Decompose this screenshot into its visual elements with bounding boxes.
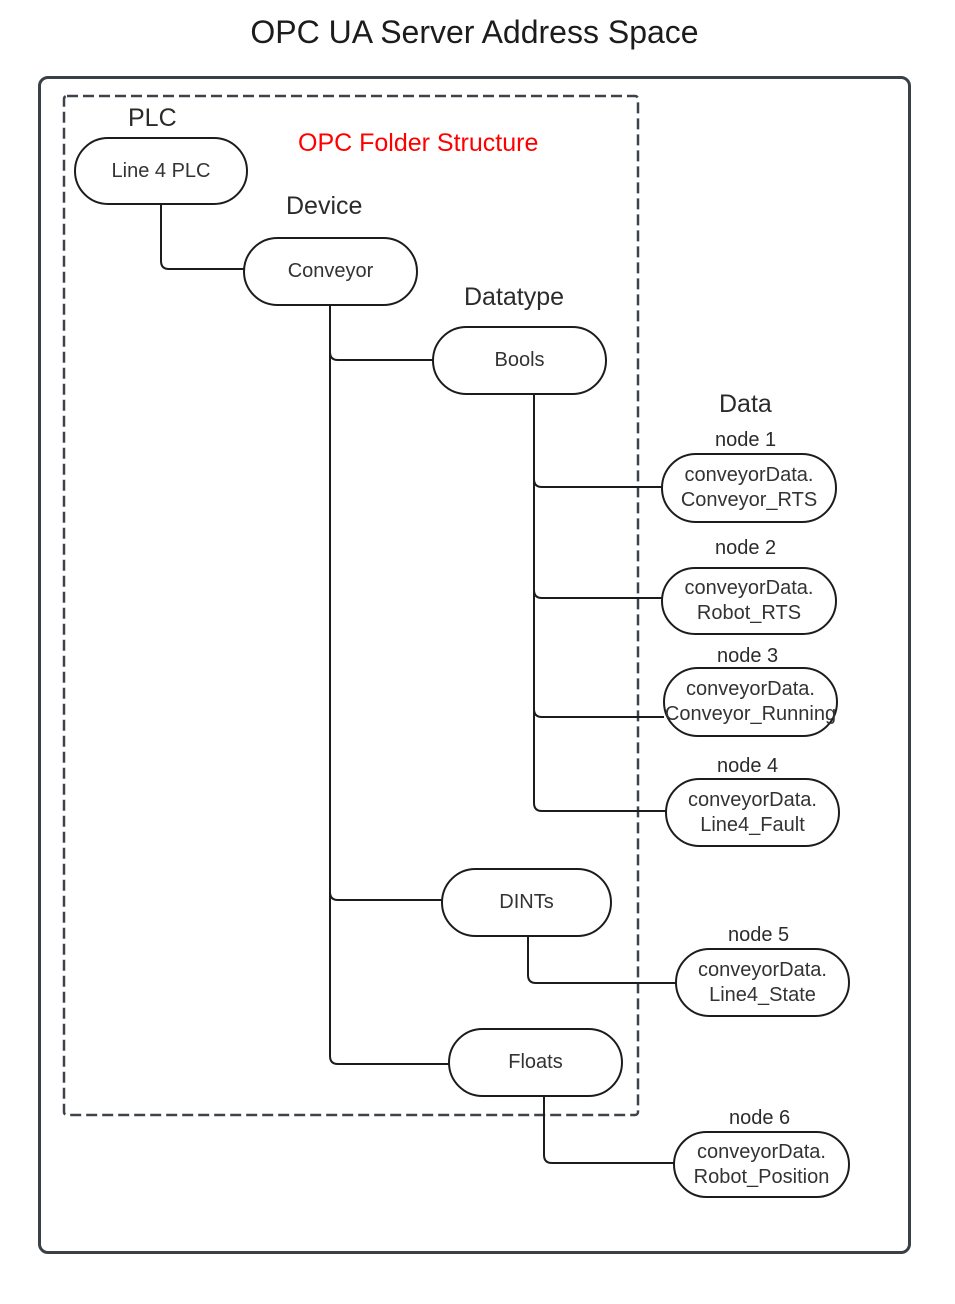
level-label-data: Data (719, 390, 772, 418)
node5-line2: Line4_State (709, 983, 816, 1006)
node2-line2: Robot_RTS (696, 602, 802, 624)
folder-dints-label: DINTs (499, 891, 554, 913)
node6-caption: node 6 (729, 1107, 791, 1129)
connector-bools-node3 (533, 708, 664, 718)
node1-line2: Conveyor_RTS (680, 489, 818, 511)
node5-caption: node 5 (728, 924, 790, 946)
connector-bools-node2 (533, 589, 662, 599)
diagram-title: OPC UA Server Address Space (250, 14, 699, 50)
folder-line4-plc: Line 4 PLC (74, 137, 248, 205)
node6-line1: conveyorData. (697, 1140, 826, 1163)
connector-bools-node1 (533, 478, 662, 488)
connector-conveyor-trunk-floats (329, 306, 449, 1065)
node5-pill: conveyorData. Line4_State (675, 948, 850, 1017)
opc-folder-structure-label: OPC Folder Structure (298, 129, 539, 157)
node3-caption: node 3 (717, 645, 779, 667)
level-label-plc: PLC (128, 104, 177, 132)
folder-floats-label: Floats (508, 1051, 563, 1073)
node2-line1: conveyorData. (684, 577, 814, 599)
folder-line4-plc-label: Line 4 PLC (111, 159, 211, 182)
connector-conveyor-bools (329, 351, 433, 361)
node4-line1: conveyorData. (688, 788, 817, 811)
node4-line2: Line4_Fault (700, 813, 805, 836)
folder-bools: Bools (432, 326, 607, 395)
node2-caption: node 2 (715, 537, 777, 559)
connector-bools-trunk-node4 (533, 395, 666, 812)
connector-floats-node6 (543, 1097, 674, 1164)
folder-dints: DINTs (441, 868, 612, 937)
level-label-device: Device (286, 192, 363, 220)
node2-pill: conveyorData. Robot_RTS (661, 567, 837, 635)
node3-line2: Conveyor_Running (664, 703, 837, 725)
connector-dints-node5 (527, 937, 676, 984)
connector-conveyor-dints (329, 891, 442, 901)
node1-caption: node 1 (715, 429, 777, 451)
node4-caption: node 4 (717, 755, 779, 777)
node3-pill: conveyorData. Conveyor_Running (663, 667, 838, 737)
node3-line1: conveyorData. (686, 678, 815, 700)
node5-line1: conveyorData. (698, 958, 827, 981)
node1-pill: conveyorData. Conveyor_RTS (661, 453, 837, 523)
folder-floats: Floats (448, 1028, 623, 1097)
folder-conveyor: Conveyor (243, 237, 418, 306)
node6-line2: Robot_Position (693, 1165, 830, 1188)
address-space-frame (38, 76, 911, 1254)
node1-line1: conveyorData. (684, 464, 814, 486)
level-label-datatype: Datatype (464, 283, 565, 311)
connector-plc-conveyor (160, 205, 244, 270)
folder-bools-label: Bools (494, 349, 545, 371)
node4-pill: conveyorData. Line4_Fault (665, 778, 840, 847)
node6-pill: conveyorData. Robot_Position (673, 1131, 850, 1198)
opc-folder-dashed-frame (62, 94, 640, 1117)
folder-conveyor-label: Conveyor (287, 260, 374, 282)
